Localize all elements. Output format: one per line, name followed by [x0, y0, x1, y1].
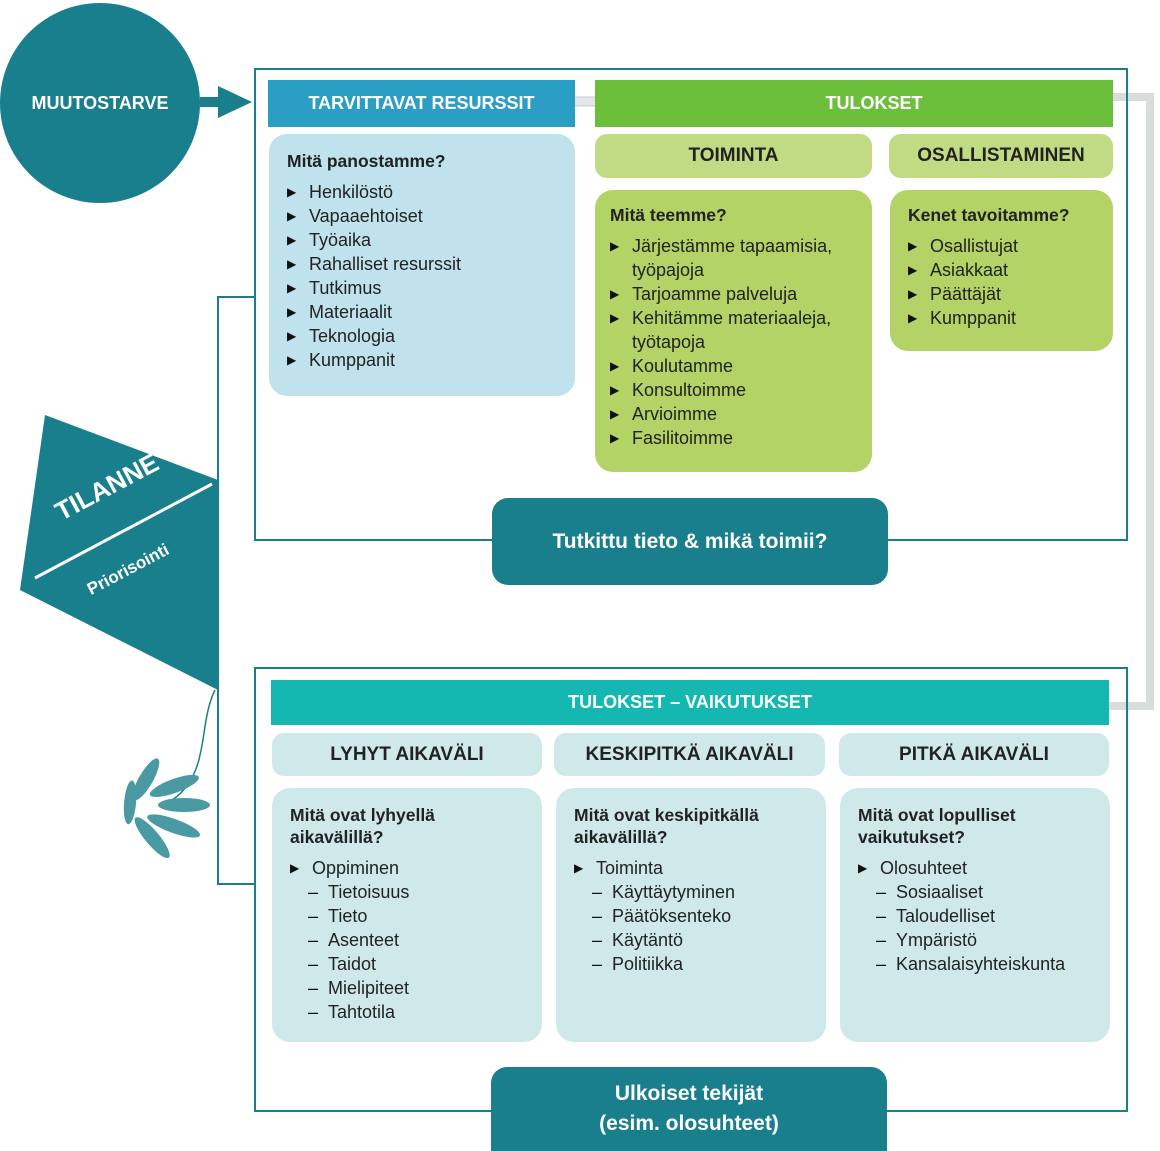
long-term-header: PITKÄ AIKAVÄLI: [839, 733, 1109, 776]
list-item: Tutkimus: [287, 276, 557, 300]
tilanne-divider: [34, 482, 213, 580]
list-item: Fasilitoimme: [610, 426, 858, 450]
list-item: Sosiaaliset: [858, 880, 1092, 904]
list-item: Asiakkaat: [908, 258, 1099, 282]
resources-question: Mitä panostamme?: [287, 151, 446, 171]
list-item: Henkilöstö: [287, 180, 557, 204]
muutostarve-arrow-line: [200, 97, 222, 107]
resources-list: Henkilöstö Vapaaehtoiset Työaika Rahalli…: [287, 180, 557, 372]
mid-term-box: Mitä ovat keskipitkällä aikavälillä? Toi…: [556, 788, 826, 1042]
resources-header: TARVITTAVAT RESURSSIT: [268, 80, 575, 127]
list-item: Kansalaisyhteiskunta: [858, 952, 1092, 976]
list-item: Ympäristö: [858, 928, 1092, 952]
list-item: Päätöksenteko: [574, 904, 808, 928]
list-item: Teknologia: [287, 324, 557, 348]
long-term-question: Mitä ovat lopulliset vaikutukset?: [858, 805, 1016, 847]
external-factors-pill: Ulkoiset tekijät (esim. olosuhteet): [491, 1067, 887, 1151]
list-item: Käyttäytyminen: [574, 880, 808, 904]
mid-term-header: KESKIPITKÄ AIKAVÄLI: [554, 733, 825, 776]
list-item: Koulutamme: [610, 354, 858, 378]
list-item: Oppiminen: [290, 856, 524, 880]
short-term-header: LYHYT AIKAVÄLI: [272, 733, 542, 776]
osallistaminen-list: Osallistujat Asiakkaat Päättäjät Kumppan…: [908, 234, 1099, 330]
list-item: Kumppanit: [908, 306, 1099, 330]
list-item: Tahtotila: [290, 1000, 524, 1024]
short-term-box: Mitä ovat lyhyellä aikavälillä? Oppimine…: [272, 788, 542, 1042]
list-item: Tietoisuus: [290, 880, 524, 904]
list-item: Konsultoimme: [610, 378, 858, 402]
list-item: Asenteet: [290, 928, 524, 952]
osallistaminen-header: OSALLISTAMINEN: [889, 134, 1113, 178]
osallistaminen-box: Kenet tavoitamme? Osallistujat Asiakkaat…: [890, 190, 1113, 351]
list-item: Tieto: [290, 904, 524, 928]
list-item: Rahalliset resurssit: [287, 252, 557, 276]
list-item: Materiaalit: [287, 300, 557, 324]
toiminta-header: TOIMINTA: [595, 134, 872, 178]
resources-box: Mitä panostamme? Henkilöstö Vapaaehtoise…: [269, 134, 575, 396]
short-term-list: Oppiminen Tietoisuus Tieto Asenteet Taid…: [290, 856, 524, 1024]
research-pill: Tutkittu tieto & mikä toimii?: [492, 498, 888, 585]
list-item: Osallistujat: [908, 234, 1099, 258]
list-item: Käytäntö: [574, 928, 808, 952]
list-item: Taidot: [290, 952, 524, 976]
mid-term-list: Toiminta Käyttäytyminen Päätöksenteko Kä…: [574, 856, 808, 976]
tilanne-triangle-shape: [20, 415, 218, 690]
list-item: Olosuhteet: [858, 856, 1092, 880]
mid-term-question: Mitä ovat keskipitkällä aikavälillä?: [574, 805, 759, 847]
list-item: Kehitämme materiaaleja, työtapoja: [610, 306, 858, 354]
list-item: Taloudelliset: [858, 904, 1092, 928]
list-item: Järjestämme tapaamisia, työpajoja: [610, 234, 858, 282]
external-factors-line1: Ulkoiset tekijät: [614, 1082, 764, 1105]
list-item: Mielipiteet: [290, 976, 524, 1000]
short-term-question: Mitä ovat lyhyellä aikavälillä?: [290, 805, 435, 847]
left-bracket-line: [217, 296, 255, 885]
list-item: Tarjoamme palveluja: [610, 282, 858, 306]
kite-bow-decoration: [123, 758, 210, 859]
external-factors-line2: (esim. olosuhteet): [599, 1112, 779, 1135]
muutostarve-circle: MUUTOSTARVE: [0, 3, 200, 203]
list-item: Arvioimme: [610, 402, 858, 426]
results-header: TULOKSET: [595, 80, 1113, 127]
list-item: Politiikka: [574, 952, 808, 976]
list-item: Työaika: [287, 228, 557, 252]
list-item: Toiminta: [574, 856, 808, 880]
osallistaminen-question: Kenet tavoitamme?: [908, 205, 1070, 225]
list-item: Vapaaehtoiset: [287, 204, 557, 228]
muutostarve-label: MUUTOSTARVE: [31, 92, 169, 113]
toiminta-box: Mitä teemme? Järjestämme tapaamisia, työ…: [595, 190, 872, 472]
long-term-list: Olosuhteet Sosiaaliset Taloudelliset Ymp…: [858, 856, 1092, 976]
list-item: Päättäjät: [908, 282, 1099, 306]
impacts-header: TULOKSET – VAIKUTUKSET: [271, 680, 1109, 725]
kite-tail: [159, 689, 216, 806]
toiminta-question: Mitä teemme?: [610, 205, 727, 225]
muutostarve-arrow-head: [218, 86, 252, 118]
toiminta-list: Järjestämme tapaamisia, työpajoja Tarjoa…: [610, 234, 858, 450]
list-item: Kumppanit: [287, 348, 557, 372]
long-term-box: Mitä ovat lopulliset vaikutukset? Olosuh…: [840, 788, 1110, 1042]
